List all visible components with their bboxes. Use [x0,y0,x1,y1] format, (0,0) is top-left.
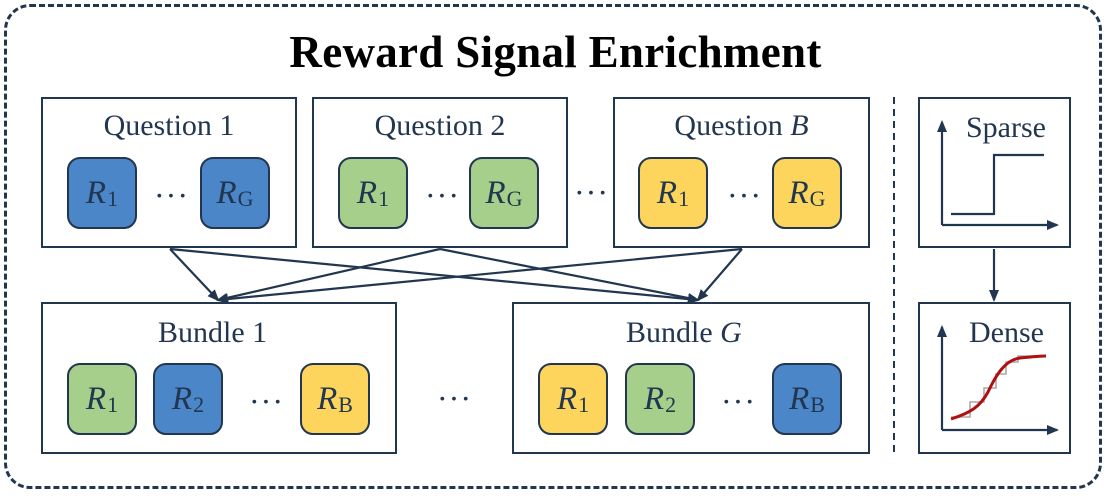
bundle-g-ellipsis: ··· [721,383,756,419]
sparse-plot [937,120,1059,230]
question-b-ellipsis: ··· [727,177,762,213]
dense-plot [937,325,1059,435]
bundle-label-1: Bundle 1 [158,316,268,349]
diagram-title: Reward Signal Enrichment [289,27,822,77]
sparse-step-line [951,153,1044,216]
question-label-b: Question B [674,109,809,142]
arrow-q1-to-bundle1 [169,248,220,302]
question-1-ellipsis: ··· [154,177,189,213]
arrow-q2-to-bundle1 [216,247,441,303]
arrow-q1-to-bundleg [169,247,700,305]
question-label-2: Question 2 [374,109,506,142]
bundles-ellipsis: ··· [437,380,472,416]
dense-label: Dense [969,316,1044,349]
bundle-1-ellipsis: ··· [249,383,284,419]
arrow-q2-to-bundleg [439,247,700,303]
dense-step-line [951,355,1044,418]
bundle-label-g: Bundle G [626,316,742,349]
outer-dashed-frame [4,4,1102,489]
questions-ellipsis: ··· [574,174,609,210]
dense-curve [950,354,1047,421]
sparse-label: Sparse [966,111,1046,144]
question-2-ellipsis: ··· [425,177,460,213]
arrow-qb-to-bundleg [696,248,743,302]
question-label-1: Question 1 [103,109,235,142]
arrow-qb-to-bundle1 [216,247,743,305]
